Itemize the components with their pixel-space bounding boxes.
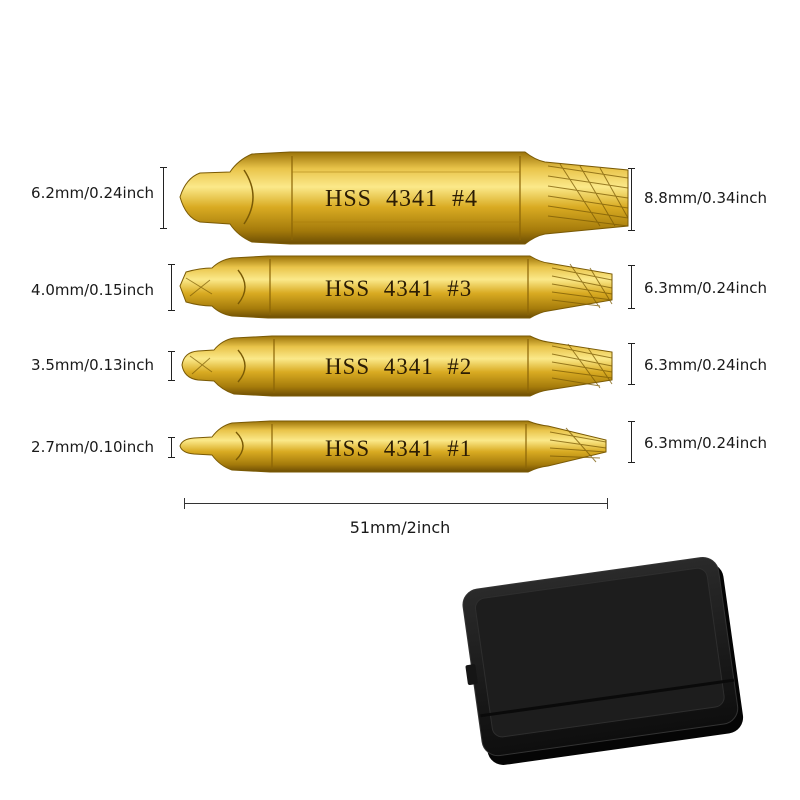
bit-4-left-size: 6.2mm/0.24inch [31, 184, 154, 202]
bit-4-right-bracket [628, 168, 635, 231]
bit-3-left-size: 4.0mm/0.15inch [31, 281, 154, 299]
bit-3-right-bracket [628, 265, 635, 309]
extractor-bit-4: HSS 4341 #4 [179, 151, 629, 245]
bit-4-left-bracket [160, 167, 167, 229]
bit-1-left-bracket [168, 437, 175, 458]
bit-1-right-bracket [628, 421, 635, 463]
extractor-bit-2: HSS 4341 #2 [181, 335, 613, 397]
length-dimension-line [184, 498, 608, 509]
bit-1-left-size: 2.7mm/0.10inch [31, 438, 154, 456]
storage-case [462, 556, 744, 765]
bit-4-engraving: HSS 4341 #4 [325, 186, 478, 212]
bit-2-right-bracket [628, 343, 635, 385]
bit-2-left-size: 3.5mm/0.13inch [31, 356, 154, 374]
bit-4-right-size: 8.8mm/0.34inch [644, 189, 767, 207]
bit-1-right-size: 6.3mm/0.24inch [644, 434, 767, 452]
bit-3-right-size: 6.3mm/0.24inch [644, 279, 767, 297]
bit-3-left-bracket [168, 264, 175, 311]
bit-2-engraving: HSS 4341 #2 [325, 354, 472, 379]
extractor-bit-3: HSS 4341 #2 HSS 4341 #3 [179, 255, 613, 319]
bit-3-engraving-text: HSS 4341 #3 [325, 276, 472, 301]
bit-2-left-bracket [168, 351, 175, 381]
bit-1-engraving: HSS 4341 #1 [325, 436, 472, 461]
length-label: 51mm/2inch [349, 518, 451, 537]
extractor-bit-1: HSS 4341 #1 [179, 420, 607, 473]
bit-2-right-size: 6.3mm/0.24inch [644, 356, 767, 374]
